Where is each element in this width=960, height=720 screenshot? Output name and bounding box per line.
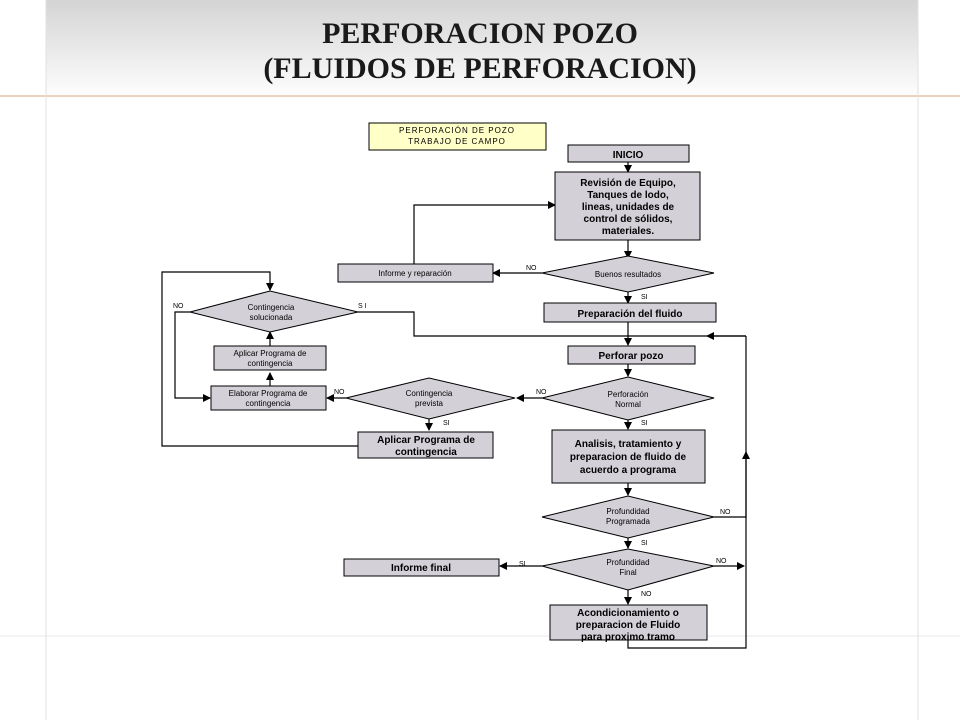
informe-final-box: Informe final <box>343 558 500 577</box>
svg-text:materiales.: materiales. <box>602 226 654 237</box>
svg-text:Perforar pozo: Perforar pozo <box>598 351 663 362</box>
svg-text:Final: Final <box>619 568 637 577</box>
profundidad-programada-decision: Profundidad Programada <box>541 495 715 539</box>
svg-text:Profundidad: Profundidad <box>606 558 649 567</box>
slide-title-line1: PERFORACION POZO <box>322 17 638 50</box>
svg-text:INICIO: INICIO <box>613 150 644 161</box>
label-si-programada: SI <box>641 540 648 547</box>
label-no-normal: NO <box>536 389 547 396</box>
svg-text:Informe y reparación: Informe y reparación <box>378 269 451 278</box>
preparacion-fluido-box: Preparación del fluido <box>543 302 717 323</box>
label-no-solucionada: NO <box>173 303 184 310</box>
perforacion-normal-decision: Perforación Normal <box>541 376 715 421</box>
svg-text:acuerdo a programa: acuerdo a programa <box>580 465 677 476</box>
label-si-buenos: SI <box>641 294 648 301</box>
svg-text:Revisión de Equipo,: Revisión de Equipo, <box>580 178 676 189</box>
svg-text:Acondicionamiento o: Acondicionamiento o <box>577 608 679 619</box>
label-si-final: SI <box>519 561 526 568</box>
svg-text:Preparación del fluido: Preparación del fluido <box>577 309 682 320</box>
svg-text:preparacion de Fluido: preparacion de Fluido <box>576 620 680 631</box>
revision-equipo-box: Revisión de Equipo, Tanques de lodo, lin… <box>554 171 701 241</box>
svg-text:PERFORACIÓN DE POZO: PERFORACIÓN DE POZO <box>399 126 515 135</box>
label-no-prevista: NO <box>334 389 345 396</box>
svg-text:Perforación: Perforación <box>608 390 649 399</box>
label-no-programada: NO <box>720 509 731 516</box>
svg-text:Profundidad: Profundidad <box>606 507 649 516</box>
svg-text:preparacion de fluido de: preparacion de fluido de <box>570 452 687 463</box>
svg-text:Tanques de lodo,: Tanques de lodo, <box>587 190 669 201</box>
svg-text:para proximo tramo: para proximo tramo <box>581 632 675 643</box>
svg-text:Informe final: Informe final <box>391 563 451 574</box>
svg-text:Contingencia: Contingencia <box>248 303 295 312</box>
svg-text:prevista: prevista <box>415 399 444 408</box>
label-si-prevista: SI <box>443 420 450 427</box>
svg-text:solucionada: solucionada <box>250 313 293 322</box>
elaborar-programa-box: Elaborar Programa de contingencia <box>210 385 327 411</box>
svg-text:Analisis, tratamiento y: Analisis, tratamiento y <box>575 439 682 450</box>
svg-text:Contingencia: Contingencia <box>406 389 453 398</box>
svg-text:contingencia: contingencia <box>246 399 291 408</box>
svg-text:contingencia: contingencia <box>248 359 293 368</box>
perforar-pozo-box: Perforar pozo <box>567 345 696 365</box>
svg-text:TRABAJO DE CAMPO: TRABAJO DE CAMPO <box>408 137 506 146</box>
label-no-buenos: NO <box>526 265 537 272</box>
svg-text:Programada: Programada <box>606 517 651 526</box>
svg-text:Aplicar Programa de: Aplicar Programa de <box>234 349 307 358</box>
svg-text:Elaborar Programa de: Elaborar Programa de <box>229 389 308 398</box>
label-si-normal: SI <box>641 420 648 427</box>
flowchart-header: PERFORACIÓN DE POZO TRABAJO DE CAMPO <box>368 122 547 151</box>
aplicar-programa-big-box: Aplicar Programa de contingencia <box>357 431 494 459</box>
analisis-box: Analisis, tratamiento y preparacion de f… <box>551 429 706 484</box>
contingencia-prevista-decision: Contingencia prevista <box>345 377 516 420</box>
svg-text:Normal: Normal <box>615 400 641 409</box>
contingencia-solucionada-decision: Contingencia solucionada <box>189 290 359 333</box>
label-si-solucionada: S I <box>358 303 367 310</box>
label-no-final: NO <box>716 558 727 565</box>
svg-text:control de sólidos,: control de sólidos, <box>584 214 673 225</box>
profundidad-final-decision: Profundidad Final <box>541 548 715 591</box>
svg-text:Aplicar Programa de: Aplicar Programa de <box>377 435 475 446</box>
aplicar-programa-small-box: Aplicar Programa de contingencia <box>213 345 327 371</box>
label-no-final-down: NO <box>641 591 652 598</box>
svg-text:contingencia: contingencia <box>395 447 457 458</box>
svg-text:Buenos resultados: Buenos resultados <box>595 270 661 279</box>
svg-text:lineas, unidades de: lineas, unidades de <box>582 202 675 213</box>
informe-reparacion-box: Informe y reparación <box>337 263 494 283</box>
acondicionamiento-box: Acondicionamiento o preparacion de Fluid… <box>549 604 708 643</box>
buenos-resultados-decision: Buenos resultados <box>541 255 715 293</box>
slide-title-line2: (FLUIDOS DE PERFORACION) <box>263 52 697 85</box>
inicio-box: INICIO <box>567 144 690 163</box>
